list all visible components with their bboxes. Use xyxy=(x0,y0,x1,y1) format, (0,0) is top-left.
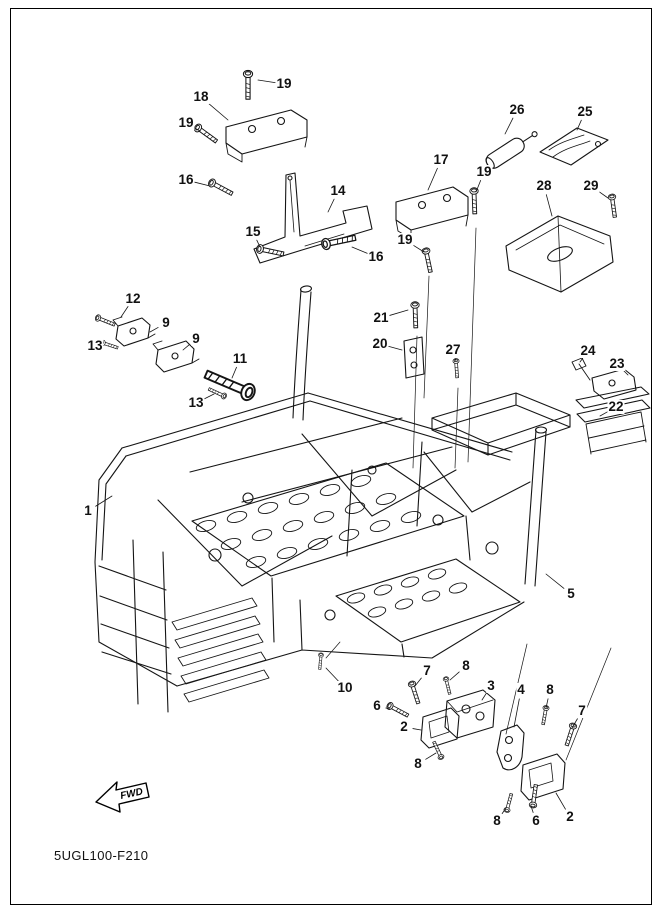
callout-leader xyxy=(576,119,582,131)
callout-leader xyxy=(475,179,482,193)
callout-leader xyxy=(545,698,549,709)
callout-leader xyxy=(182,344,190,351)
callout-leader xyxy=(530,805,534,813)
callout-leader xyxy=(207,102,229,121)
callout-leader xyxy=(412,244,425,253)
pin-24-art xyxy=(571,357,591,381)
callout-leader xyxy=(427,167,438,191)
callout-leader xyxy=(385,707,391,710)
callout-leader xyxy=(597,190,609,199)
callout-leader xyxy=(454,358,457,362)
callout-leader-lines xyxy=(95,79,629,815)
bracket-18-art xyxy=(225,109,308,163)
plate-25-art xyxy=(539,127,609,166)
floor-holes-art xyxy=(195,475,468,618)
callout-leader xyxy=(622,369,629,376)
callout-leader xyxy=(571,718,578,729)
callout-leader xyxy=(257,79,276,84)
callout-leader xyxy=(414,677,422,687)
callout-leader xyxy=(149,327,159,333)
plate-20-art xyxy=(403,336,425,379)
callout-leader xyxy=(449,671,460,681)
callout-leader xyxy=(412,728,422,731)
callout-leader xyxy=(231,366,237,379)
engine-mount-art xyxy=(420,689,566,801)
panel-28-art xyxy=(505,215,614,293)
callout-leader xyxy=(555,792,566,810)
callout-leader xyxy=(351,246,369,254)
callout-leader xyxy=(504,117,514,135)
clamps-9-12-13-art xyxy=(112,316,200,373)
callout-leader xyxy=(579,357,584,363)
callout-leader xyxy=(193,127,201,132)
callout-leader xyxy=(203,393,215,400)
callout-leader xyxy=(481,693,487,701)
callout-leader xyxy=(256,239,261,248)
bracket-23-art xyxy=(591,368,637,400)
callout-leader xyxy=(513,698,520,728)
callout-leader xyxy=(545,573,565,589)
fwd-label: FWD xyxy=(119,786,144,801)
callout-leader xyxy=(194,181,211,187)
callout-leader xyxy=(545,194,553,217)
fwd-arrow: FWD xyxy=(95,781,150,813)
damper-26-art xyxy=(485,131,538,169)
part-code: 5UGL100-F210 xyxy=(54,848,149,863)
bracket-17-art xyxy=(395,186,469,240)
rails-22-art xyxy=(575,386,651,455)
main-frame-art xyxy=(94,227,612,761)
callout-leader xyxy=(95,495,113,507)
callout-leader xyxy=(599,411,609,417)
callout-leader xyxy=(325,667,340,682)
callout-leader xyxy=(389,309,409,316)
callout-leader xyxy=(501,807,507,815)
callout-leader xyxy=(327,198,335,213)
callout-leader xyxy=(388,345,403,351)
callout-leader xyxy=(425,752,437,760)
callout-leader xyxy=(120,306,129,318)
